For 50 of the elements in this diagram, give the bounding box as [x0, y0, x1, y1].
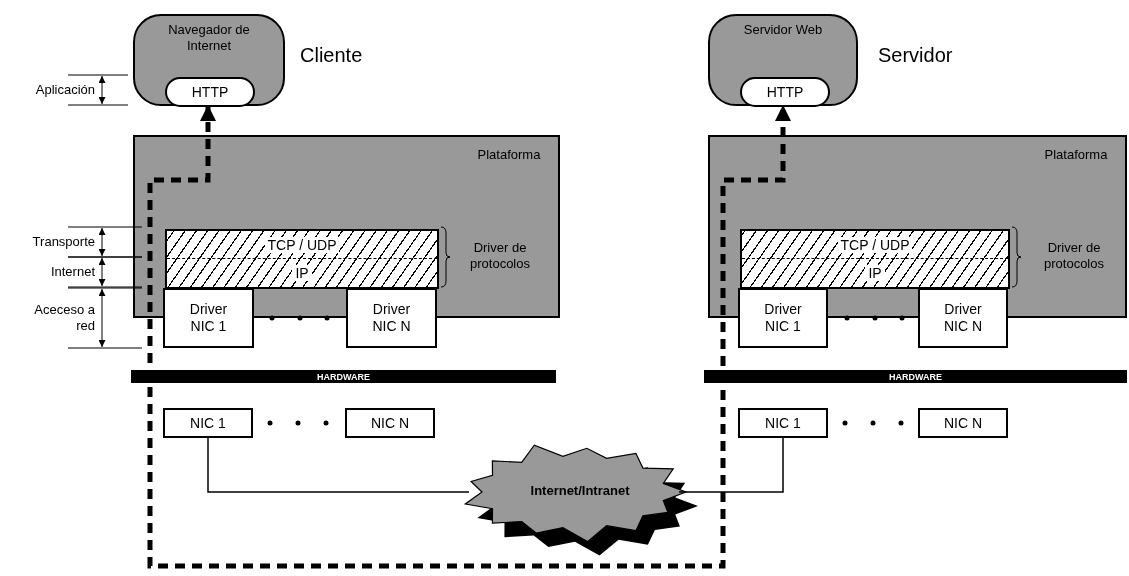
box-title: Servidor Web [743, 22, 823, 38]
box-label: Driver NIC 1 [763, 301, 803, 335]
box-label: HTTP [191, 84, 229, 100]
box-label: Internet/Intranet [530, 483, 630, 500]
connector-line [207, 437, 470, 493]
application-box [133, 14, 285, 106]
hardware-bar [131, 370, 556, 383]
box-label: NIC N [370, 414, 410, 432]
layer-name: Transporte [31, 234, 95, 250]
side-label: Driver de protocolos [1043, 240, 1105, 272]
box-label: HARDWARE [889, 371, 942, 382]
network-card-box [345, 408, 435, 438]
box-label: NIC 1 [765, 414, 801, 432]
box-title: Navegador de Internet [167, 22, 251, 54]
driver-box [163, 288, 254, 348]
network-card-box [163, 408, 253, 438]
platform-panel [708, 135, 1127, 318]
box-label: Driver NIC 1 [188, 301, 229, 335]
data-path-arrow [147, 105, 791, 569]
layer-label: TCP / UDP [837, 236, 913, 253]
side-title: Cliente [300, 44, 364, 67]
layer-name: Internet [49, 264, 95, 280]
box-label: HARDWARE [317, 371, 370, 382]
box-label: NIC N [943, 414, 983, 432]
driver-box [918, 288, 1008, 348]
layer-label: IP [292, 265, 312, 281]
layer-name: Aceceso a red [33, 302, 95, 334]
protocol-pill [740, 77, 830, 107]
layer-label: TCP / UDP [264, 236, 340, 253]
connector-line [678, 437, 784, 493]
box-label: HTTP [766, 84, 804, 100]
protocol-pill [165, 77, 255, 107]
driver-box [738, 288, 828, 348]
application-box [708, 14, 858, 106]
driver-box [346, 288, 437, 348]
box-label: Driver NIC N [942, 301, 984, 335]
box-label: Driver NIC N [371, 301, 412, 335]
panel-title: Plataforma [1043, 147, 1109, 163]
layer-label: IP [865, 265, 885, 281]
layer-name: Aplicación [34, 82, 95, 98]
network-card-box [738, 408, 828, 438]
network-card-box [918, 408, 1008, 438]
protocol-stack-box [165, 229, 439, 289]
platform-panel [133, 135, 560, 318]
side-title: Servidor [878, 44, 954, 67]
protocol-stack-box [740, 229, 1010, 289]
panel-title: Plataforma [476, 147, 542, 163]
hardware-bar [704, 370, 1127, 383]
side-label: Driver de protocolos [469, 240, 531, 272]
box-label: NIC 1 [190, 414, 226, 432]
